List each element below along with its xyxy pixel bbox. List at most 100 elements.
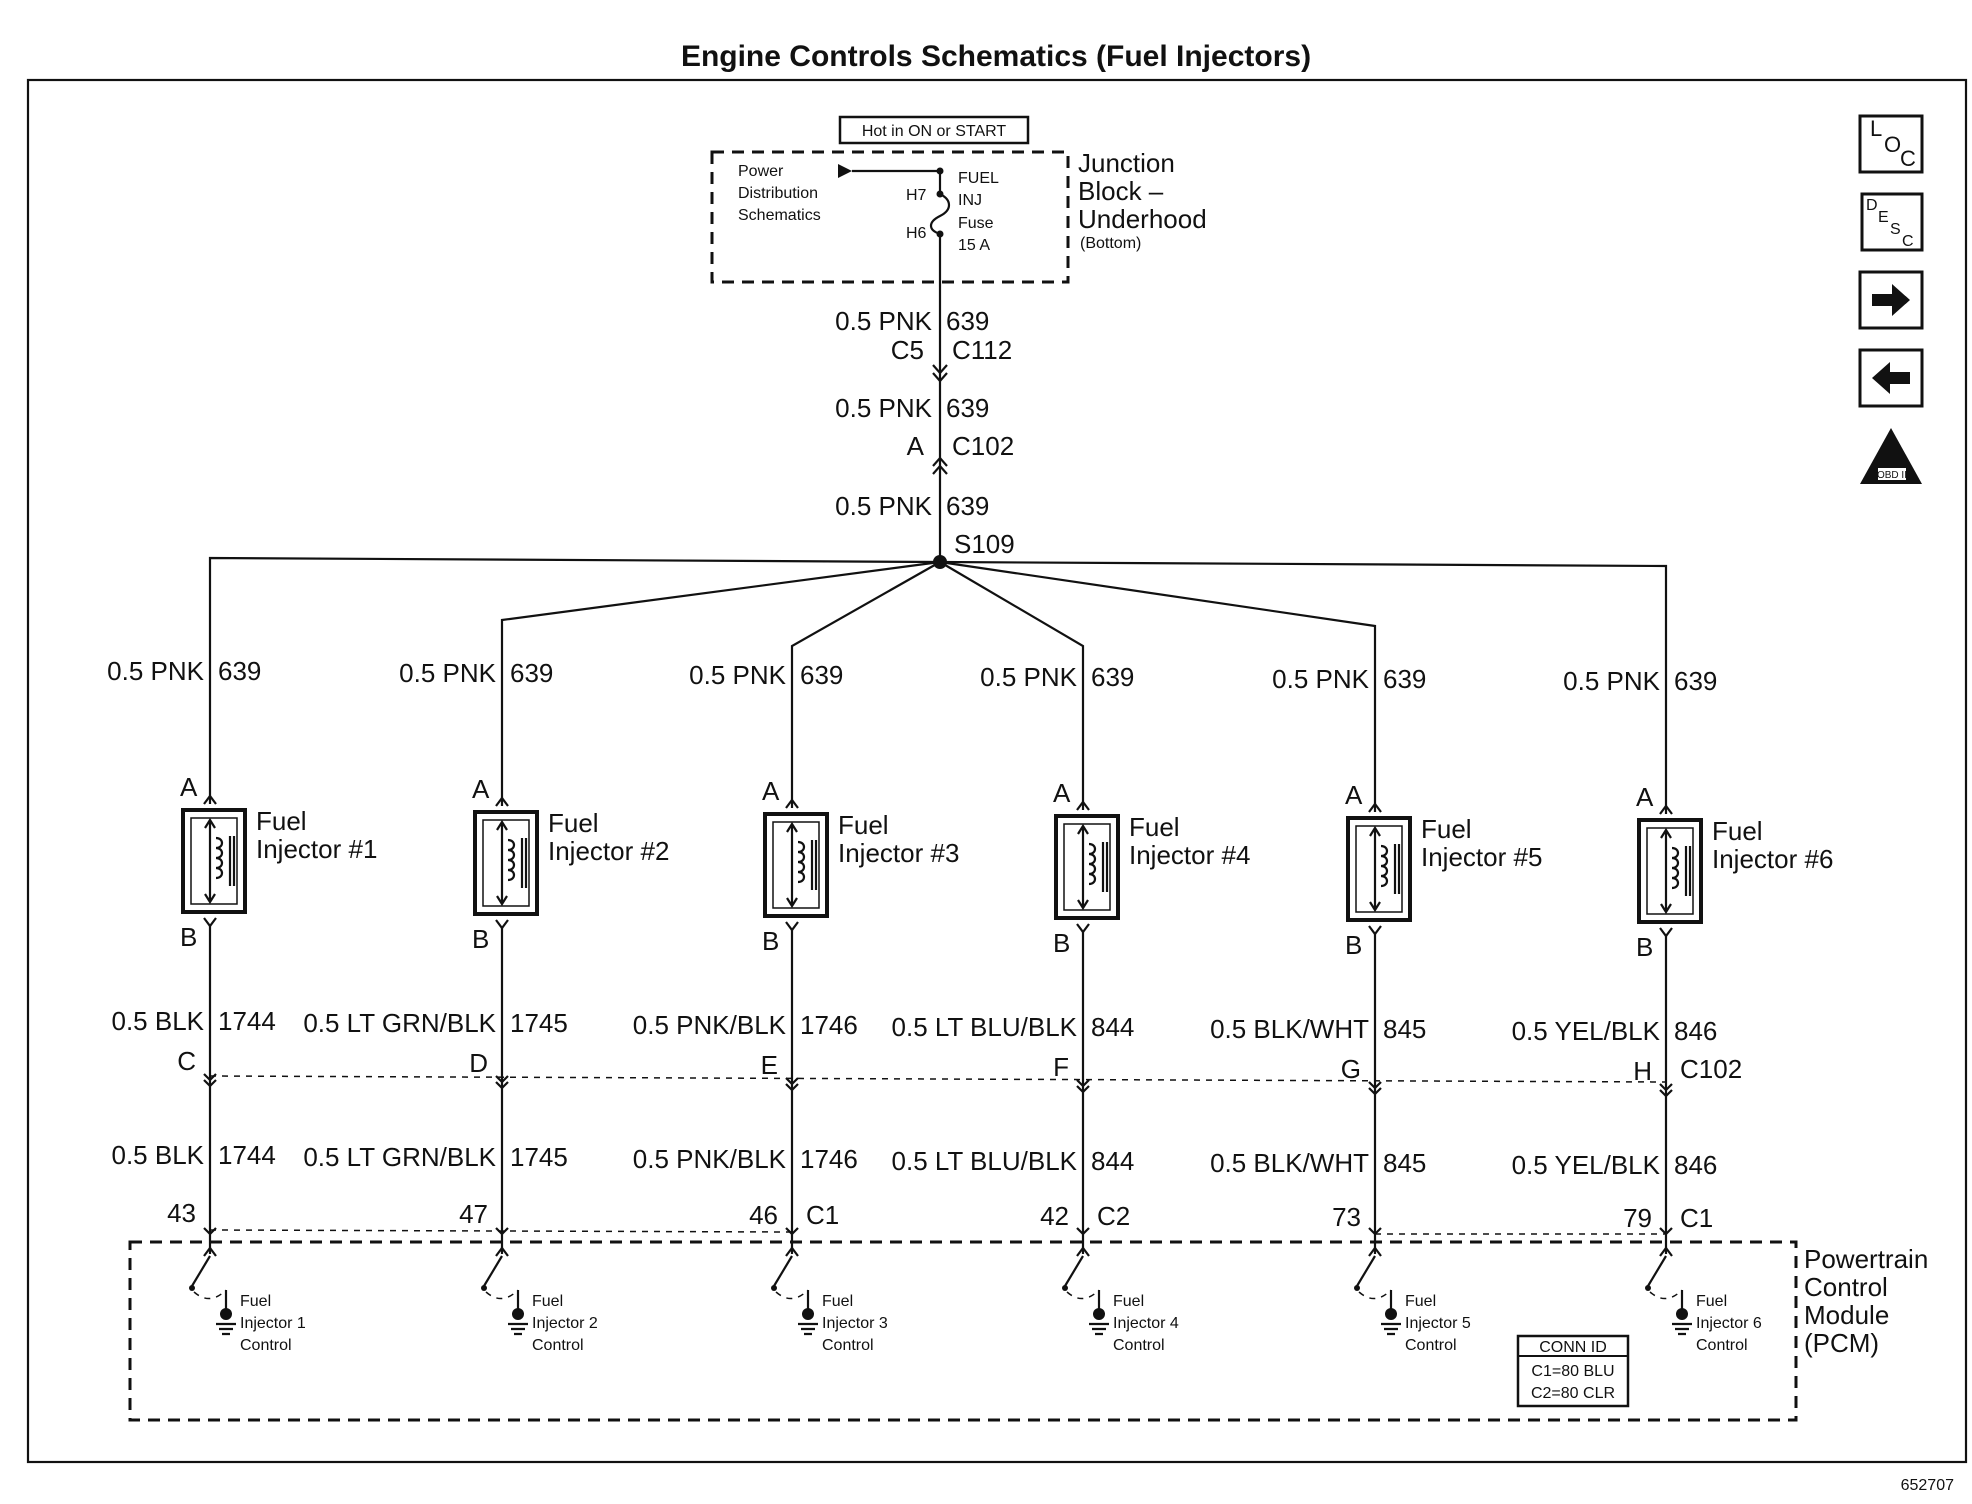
conn-id-title: CONN ID xyxy=(1539,1339,1607,1356)
injector-3-ground-icon xyxy=(798,1322,818,1336)
injector-4-pin-b: B xyxy=(1053,928,1070,958)
conn-id-c1: C1=80 BLU xyxy=(1531,1363,1614,1380)
injector-4-switch-pivot xyxy=(1062,1285,1068,1291)
loc-button[interactable]: L O C xyxy=(1858,114,1924,174)
injector-4-inner-frame xyxy=(1063,823,1111,911)
feed-circuit-2: 639 xyxy=(946,393,989,423)
injector-4-switch-icon xyxy=(1064,1255,1084,1287)
injector-6-control-label-3: Control xyxy=(1696,1337,1748,1354)
injector-2-mid-circuit: 1745 xyxy=(510,1008,568,1038)
injector-1-low-circuit: 1744 xyxy=(218,1140,276,1170)
branch-wire-6 xyxy=(939,560,1668,814)
injector-2-low-circuit: 1745 xyxy=(510,1142,568,1172)
obd-ii-label: OBD II xyxy=(1877,470,1907,481)
injector-1-control-label-3: Control xyxy=(240,1337,292,1354)
injector-2-switch-pivot xyxy=(481,1285,487,1291)
injector-2-pin-a-connector-icon xyxy=(495,796,509,807)
injector-3-switch-icon xyxy=(773,1255,793,1287)
outer-frame xyxy=(26,78,1968,1464)
feed-wire-2: 0.5 PNK xyxy=(835,393,932,423)
injector-2-control-label-2: Injector 2 xyxy=(532,1315,598,1332)
injector-5-top-circuit: 639 xyxy=(1383,664,1426,694)
injector-4-pcm-terminal-icon xyxy=(1076,1246,1090,1257)
branch-wire-2 xyxy=(500,560,941,806)
injector-5-top-wire: 0.5 PNK xyxy=(1272,664,1369,694)
hot-label: Hot in ON or START xyxy=(862,123,1007,140)
feed-circuit-3: 639 xyxy=(946,491,989,521)
injector-1-plunger-icon xyxy=(204,817,216,905)
injector-3-control-label-2: Injector 3 xyxy=(822,1315,888,1332)
injector-4-ground-node xyxy=(1093,1308,1105,1320)
feed-wire-3: 0.5 PNK xyxy=(835,491,932,521)
injector-4-pin-a-connector-icon xyxy=(1076,800,1090,811)
injector-2-pcm-connector-icon xyxy=(495,1227,509,1236)
injector-2-ground-node xyxy=(512,1308,524,1320)
injector-1-coil-icon xyxy=(215,836,224,880)
injector-5-switch-pivot xyxy=(1354,1285,1360,1291)
branch-wire-1 xyxy=(208,556,941,804)
injector-1-top-wire: 0.5 PNK xyxy=(107,656,204,686)
injector-5-plunger-icon xyxy=(1369,825,1381,913)
fuse-label-1: FUEL xyxy=(958,170,999,187)
obd-button[interactable]: OBD II xyxy=(1860,428,1922,484)
injector-1-pin-b-connector-icon xyxy=(203,917,217,928)
conn-id-box xyxy=(1516,1334,1630,1408)
injector-1-pin-b: B xyxy=(180,922,197,952)
injector-2-plunger-icon xyxy=(496,819,508,907)
injector-4-name-1: Fuel xyxy=(1129,812,1180,842)
injector-4-control-label-1: Fuel xyxy=(1113,1293,1144,1310)
injector-5-ground-node xyxy=(1385,1308,1397,1320)
injector-3-coil-icon xyxy=(797,840,806,884)
injector-6-inner-frame xyxy=(1646,827,1694,915)
injector-6-pcm-connector-icon xyxy=(1659,1227,1673,1236)
injector-1-control-label-2: Injector 1 xyxy=(240,1315,306,1332)
injector-2-c102-pin: D xyxy=(469,1048,488,1078)
back-button[interactable] xyxy=(1858,348,1924,408)
injector-2-low-wire: 0.5 LT GRN/BLK xyxy=(303,1142,496,1172)
injector-2-ground-icon xyxy=(508,1322,528,1336)
desc-button[interactable]: D E S C xyxy=(1860,192,1924,252)
loc-letter-l: L xyxy=(1870,116,1882,141)
injector-2-coil-icon xyxy=(507,838,516,882)
injector-5-control-label-2: Injector 5 xyxy=(1405,1315,1471,1332)
injector-4-control-label-3: Control xyxy=(1113,1337,1165,1354)
injector-1-switch-icon xyxy=(191,1255,211,1287)
junction-block-label-1: Junction xyxy=(1078,148,1175,178)
injector-3-inner-frame xyxy=(772,821,820,909)
injector-3-switch-pivot xyxy=(771,1285,777,1291)
feed-circuit-1: 639 xyxy=(946,306,989,336)
injector-3-name-2: Injector #3 xyxy=(838,838,959,868)
injector-4-coil-icon xyxy=(1088,842,1097,886)
loc-icon[interactable] xyxy=(1858,114,1924,174)
right-arrow-icon xyxy=(1872,284,1910,316)
injector-2-pin-b: B xyxy=(472,924,489,954)
injector-6-pin-a: A xyxy=(1636,782,1654,812)
injector-1-mid-circuit: 1744 xyxy=(218,1006,276,1036)
injector-3-mid-circuit: 1746 xyxy=(800,1010,858,1040)
injector-2-pcm-pin: 47 xyxy=(459,1199,488,1229)
injector-4-switch-control-link xyxy=(1066,1289,1100,1300)
injector-4-ground-icon xyxy=(1089,1322,1109,1336)
injector-4-pcm-connector: C2 xyxy=(1097,1201,1130,1231)
injector-1-switch-pivot xyxy=(189,1285,195,1291)
pcm-label-3: Module xyxy=(1804,1300,1889,1330)
injector-5-pin-a: A xyxy=(1345,780,1363,810)
injector-3-name-1: Fuel xyxy=(838,810,889,840)
injector-6-control-label-1: Fuel xyxy=(1696,1293,1727,1310)
injector-6-switch-pivot xyxy=(1645,1285,1651,1291)
c102-label: C102 xyxy=(1680,1054,1742,1084)
power-ref-line-1: Power xyxy=(738,163,784,180)
injector-2-switch-icon xyxy=(483,1255,503,1287)
junction-block-label-4: (Bottom) xyxy=(1080,235,1141,252)
next-button[interactable] xyxy=(1858,270,1924,330)
injector-3-pcm-pin: 46 xyxy=(749,1200,778,1230)
injector-6-pcm-connector: C1 xyxy=(1680,1203,1713,1233)
injector-1-name-1: Fuel xyxy=(256,806,307,836)
desc-letter-s: S xyxy=(1890,221,1901,238)
obd-ii-triangle-icon[interactable] xyxy=(1860,428,1922,484)
desc-icon[interactable] xyxy=(1860,192,1924,252)
junction-block-label-3: Underhood xyxy=(1078,204,1207,234)
injector-6-mid-wire: 0.5 YEL/BLK xyxy=(1512,1016,1661,1046)
injector-4-top-circuit: 639 xyxy=(1091,662,1134,692)
